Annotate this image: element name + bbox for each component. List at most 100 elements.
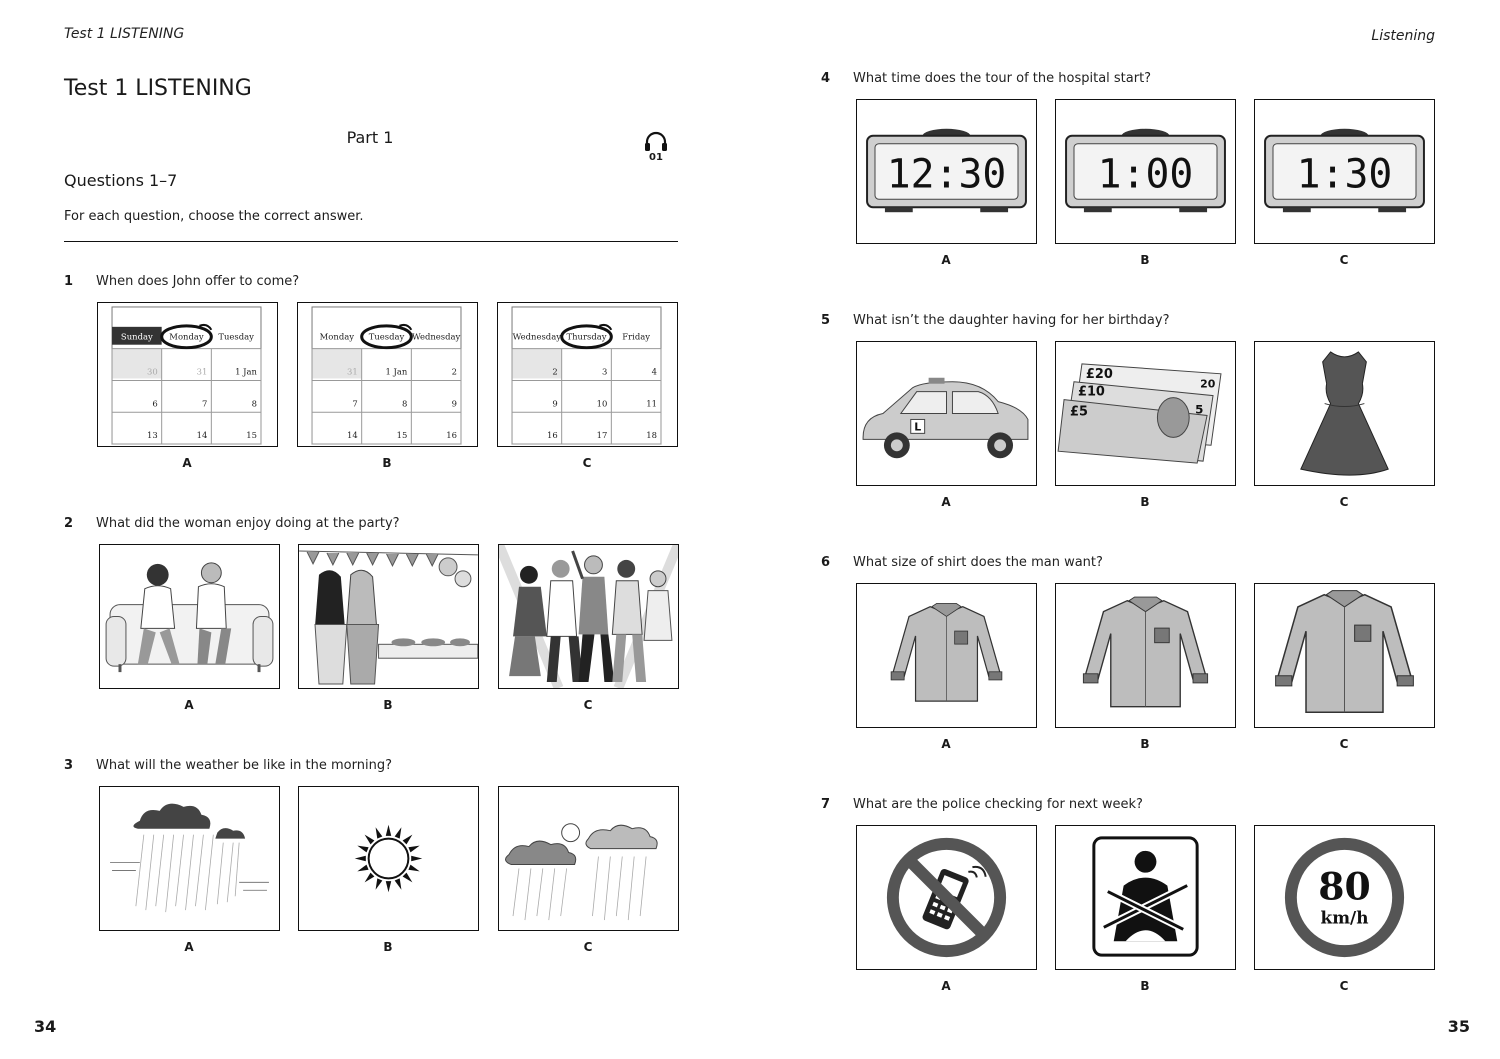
option-3a-image[interactable]	[99, 786, 280, 931]
dress-icon	[1300, 351, 1389, 476]
option-7b-image[interactable]	[1055, 825, 1236, 970]
option-2b-image[interactable]	[298, 544, 479, 689]
option-label-a: A	[941, 979, 951, 993]
learner-car-icon: L	[862, 377, 1029, 459]
digital-clock-icon: 12:30	[866, 128, 1027, 213]
option-label-b: B	[1140, 495, 1150, 509]
calendar-date: 16	[446, 430, 457, 440]
question-number: 5	[821, 313, 831, 328]
option-4b-clock[interactable]: 1:00	[1055, 99, 1236, 244]
speed-limit-value: 80	[1318, 864, 1371, 908]
option-label-c: C	[1339, 253, 1349, 267]
option-label-b: B	[382, 456, 392, 470]
calendar-date: 16	[547, 430, 558, 440]
calendar-date: 31	[197, 367, 208, 377]
option-5b-image[interactable]: £20 £10 £5 20 5	[1055, 341, 1236, 486]
question-number: 3	[64, 758, 74, 773]
option-2a-image[interactable]	[99, 544, 280, 689]
question-text: What time does the tour of the hospital …	[853, 71, 1152, 86]
clock-time: 1:30	[1297, 151, 1393, 197]
calendar-date: 6	[152, 398, 157, 408]
women-chatting-on-sofa-illustration	[105, 562, 274, 673]
question-text: What are the police checking for next we…	[853, 797, 1143, 812]
shirt-icon	[1082, 596, 1209, 708]
calendar-date: 18	[646, 430, 657, 440]
seatbelt-sign-icon	[1092, 836, 1199, 957]
women-at-party-buffet-illustration	[299, 550, 478, 685]
question-text: What will the weather be like in the mor…	[96, 758, 392, 773]
banknote-value: 20	[1200, 378, 1216, 391]
option-6a-shirt[interactable]	[856, 583, 1037, 728]
calendar-date: 31	[347, 367, 358, 377]
question-text: What isn’t the daughter having for her b…	[853, 313, 1170, 328]
question-text: What did the woman enjoy doing at the pa…	[96, 516, 400, 531]
calendar-date: 9	[452, 398, 457, 408]
calendar-day-label: Thursday	[566, 332, 606, 342]
clock-time: 1:00	[1098, 151, 1194, 197]
question-number: 6	[821, 555, 831, 570]
speed-limit-sign-icon: 80 km/h	[1284, 837, 1405, 958]
calendar-date: 2	[552, 367, 557, 377]
option-5c-image[interactable]	[1254, 341, 1435, 486]
question-number: 4	[821, 71, 831, 86]
shirt-icon	[890, 602, 1003, 702]
option-3b-image[interactable]	[298, 786, 479, 931]
calendar-date: 13	[147, 430, 158, 440]
option-3c-image[interactable]	[498, 786, 679, 931]
clock-time: 12:30	[887, 151, 1007, 197]
shirt-icon	[1275, 590, 1414, 713]
calendar-day-label: Tuesday	[369, 332, 405, 342]
no-mobile-phone-sign-icon	[886, 837, 1007, 958]
calendar-day-label: Monday	[320, 332, 355, 342]
option-label-a: A	[941, 253, 951, 267]
option-label-b: B	[1140, 979, 1150, 993]
calendar-day-label: Monday	[169, 332, 204, 342]
calendar-date: 8	[252, 398, 257, 408]
question-number: 2	[64, 516, 74, 531]
people-dancing-illustration	[499, 545, 678, 688]
running-header-right: Listening	[1371, 28, 1435, 44]
option-6b-shirt[interactable]	[1055, 583, 1236, 728]
option-6c-shirt[interactable]	[1254, 583, 1435, 728]
divider-rule	[64, 241, 678, 242]
audio-track: 01	[641, 130, 671, 163]
option-label-c: C	[582, 456, 592, 470]
svg-text:L: L	[914, 420, 921, 433]
calendar-date: 15	[246, 430, 257, 440]
option-7a-image[interactable]	[856, 825, 1037, 970]
sun-behind-clouds-rain-icon	[505, 823, 658, 921]
calendar-date: 2	[452, 367, 457, 377]
page-title: Test 1 LISTENING	[64, 76, 252, 101]
page-number-left: 34	[34, 1017, 57, 1036]
option-4c-clock[interactable]: 1:30	[1254, 99, 1435, 244]
option-5a-image[interactable]: L	[856, 341, 1037, 486]
calendar-date: 7	[202, 398, 207, 408]
option-label-b: B	[1140, 253, 1150, 267]
calendar-day-label: Tuesday	[218, 332, 254, 342]
running-header-left: Test 1 LISTENING	[64, 26, 185, 42]
calendar-day-label: Wednesday	[412, 332, 461, 342]
banknote-value: 5	[1195, 403, 1203, 417]
option-label-a: A	[941, 737, 951, 751]
banknotes-illustration: £20 £10 £5 20 5	[1057, 363, 1222, 464]
calendar-date: 14	[197, 430, 208, 440]
calendar-date: 8	[402, 398, 407, 408]
question-text: What size of shirt does the man want?	[853, 555, 1103, 570]
part-heading: Part 1	[346, 128, 394, 147]
calendar-date: 3	[602, 367, 607, 377]
option-4a-clock[interactable]: 12:30	[856, 99, 1037, 244]
page-number-right: 35	[1447, 1017, 1470, 1036]
option-label-c: C	[1339, 495, 1349, 509]
calendar-date: 7	[352, 398, 357, 408]
calendar-day-label: Friday	[622, 332, 650, 342]
option-label-c: C	[583, 698, 593, 712]
calendar-day-label: Wednesday	[513, 332, 562, 342]
option-7c-image[interactable]: 80 km/h	[1254, 825, 1435, 970]
option-2c-image[interactable]	[498, 544, 679, 689]
